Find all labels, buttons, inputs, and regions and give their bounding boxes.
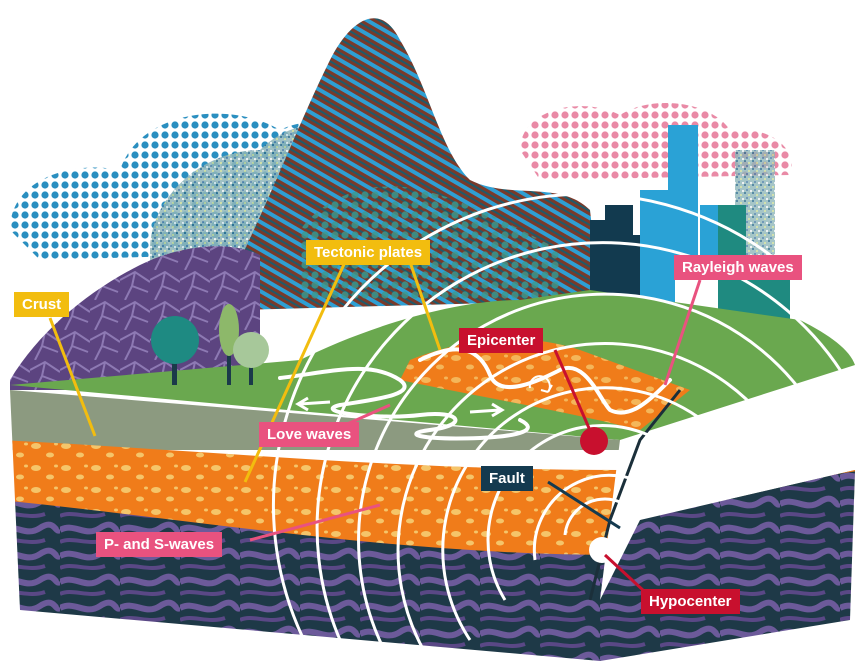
wave-arc [271,192,857,661]
rotation-icon [528,375,553,393]
rayleigh-wave-path [418,347,672,415]
tree-crown [151,316,199,364]
ps-leader [249,503,381,542]
tectonic-leader-2 [408,261,442,351]
wave-arc [563,497,642,536]
label-p-s-waves: P- and S-waves [96,532,223,557]
tree-crown [219,304,239,356]
epicenter-dot [580,427,608,455]
crust-leader [48,317,97,437]
navy-layer-right [620,470,855,661]
love-leader [344,403,391,427]
wave-arc [357,292,822,661]
purple-rock [10,246,260,390]
label-crust: Crust [14,292,70,317]
label-fault: Fault [481,466,533,491]
label-epicenter: Epicenter [459,328,544,353]
rayleigh-leader [663,279,702,386]
fault-leader [547,480,621,530]
wave-arc [486,424,702,601]
label-tectonic-plates: Tectonic plates [306,240,431,265]
wave-arc [315,241,857,661]
wave-arc [396,342,782,661]
epicenter-leader [553,349,594,436]
arrow-left-icon [295,396,331,412]
trees [151,304,269,385]
label-hypocenter: Hypocenter [641,589,740,614]
tree-trunk [227,330,231,385]
wave-arc [532,473,667,561]
hypocenter-leader [603,553,647,594]
pink-dot-cloud [520,103,792,180]
label-rayleigh-waves: Rayleigh waves [674,255,802,280]
love-wave-path [278,366,530,441]
arrow-right-icon [469,402,505,418]
seismic-waves [271,192,857,661]
orange-strip-specks [400,339,690,430]
wave-arc [441,386,742,641]
tree-crown [233,332,269,368]
label-love-waves: Love waves [259,422,360,447]
building [668,125,698,265]
